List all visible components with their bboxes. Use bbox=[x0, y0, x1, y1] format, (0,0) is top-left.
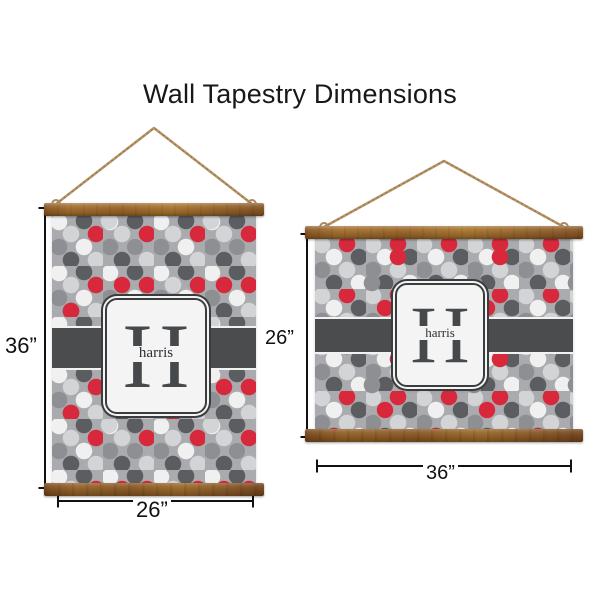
tapestry-fabric-landscape bbox=[315, 238, 573, 429]
tapestry-portrait: H harris bbox=[44, 120, 264, 505]
dimension-line-height-portrait bbox=[38, 207, 52, 489]
top-dowel bbox=[44, 203, 264, 216]
monogram-name: harris bbox=[397, 326, 483, 340]
dimension-label-height-landscape: 26” bbox=[262, 327, 297, 350]
tapestry-landscape: H harris bbox=[305, 155, 583, 455]
bottom-dowel bbox=[44, 483, 264, 496]
monogram-name: harris bbox=[107, 345, 205, 362]
page-title: Wall Tapestry Dimensions bbox=[143, 79, 457, 109]
dimension-line-height-landscape bbox=[300, 233, 314, 438]
dimension-label-height-portrait: 36” bbox=[2, 333, 40, 359]
monogram-plaque-portrait: H harris bbox=[105, 298, 207, 414]
top-dowel bbox=[305, 226, 583, 239]
monogram-plaque-landscape: H harris bbox=[395, 283, 485, 387]
dimension-label-width-landscape: 36” bbox=[423, 462, 458, 485]
bottom-dowel bbox=[305, 429, 583, 442]
dimension-label-width-portrait: 26” bbox=[133, 497, 171, 523]
